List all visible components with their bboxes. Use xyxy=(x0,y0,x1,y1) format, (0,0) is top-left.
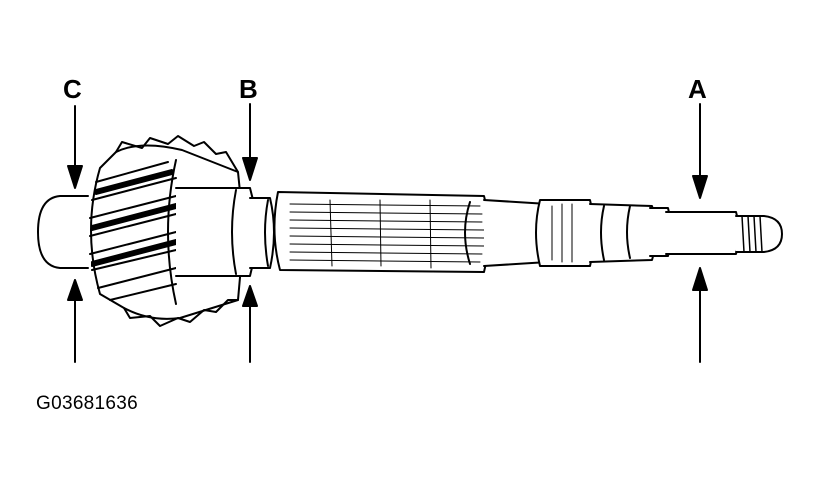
leader-arrow-c-bottom xyxy=(67,279,83,363)
leader-arrow-b-bottom xyxy=(242,285,258,363)
shaft-shoulders xyxy=(535,199,672,267)
leader-arrow-b-top xyxy=(242,103,258,181)
label-a: A xyxy=(688,74,707,104)
shaft-nose xyxy=(37,195,89,269)
splined-section xyxy=(273,191,490,273)
label-c: C xyxy=(63,74,82,104)
leader-arrow-c-top xyxy=(67,105,83,189)
threaded-end xyxy=(665,211,783,255)
leader-arrow-a-top xyxy=(692,103,708,199)
figure-code: G03681636 xyxy=(36,393,139,414)
label-b: B xyxy=(239,74,258,104)
leader-arrow-a-bottom xyxy=(692,267,708,363)
gear-hub xyxy=(175,187,275,277)
